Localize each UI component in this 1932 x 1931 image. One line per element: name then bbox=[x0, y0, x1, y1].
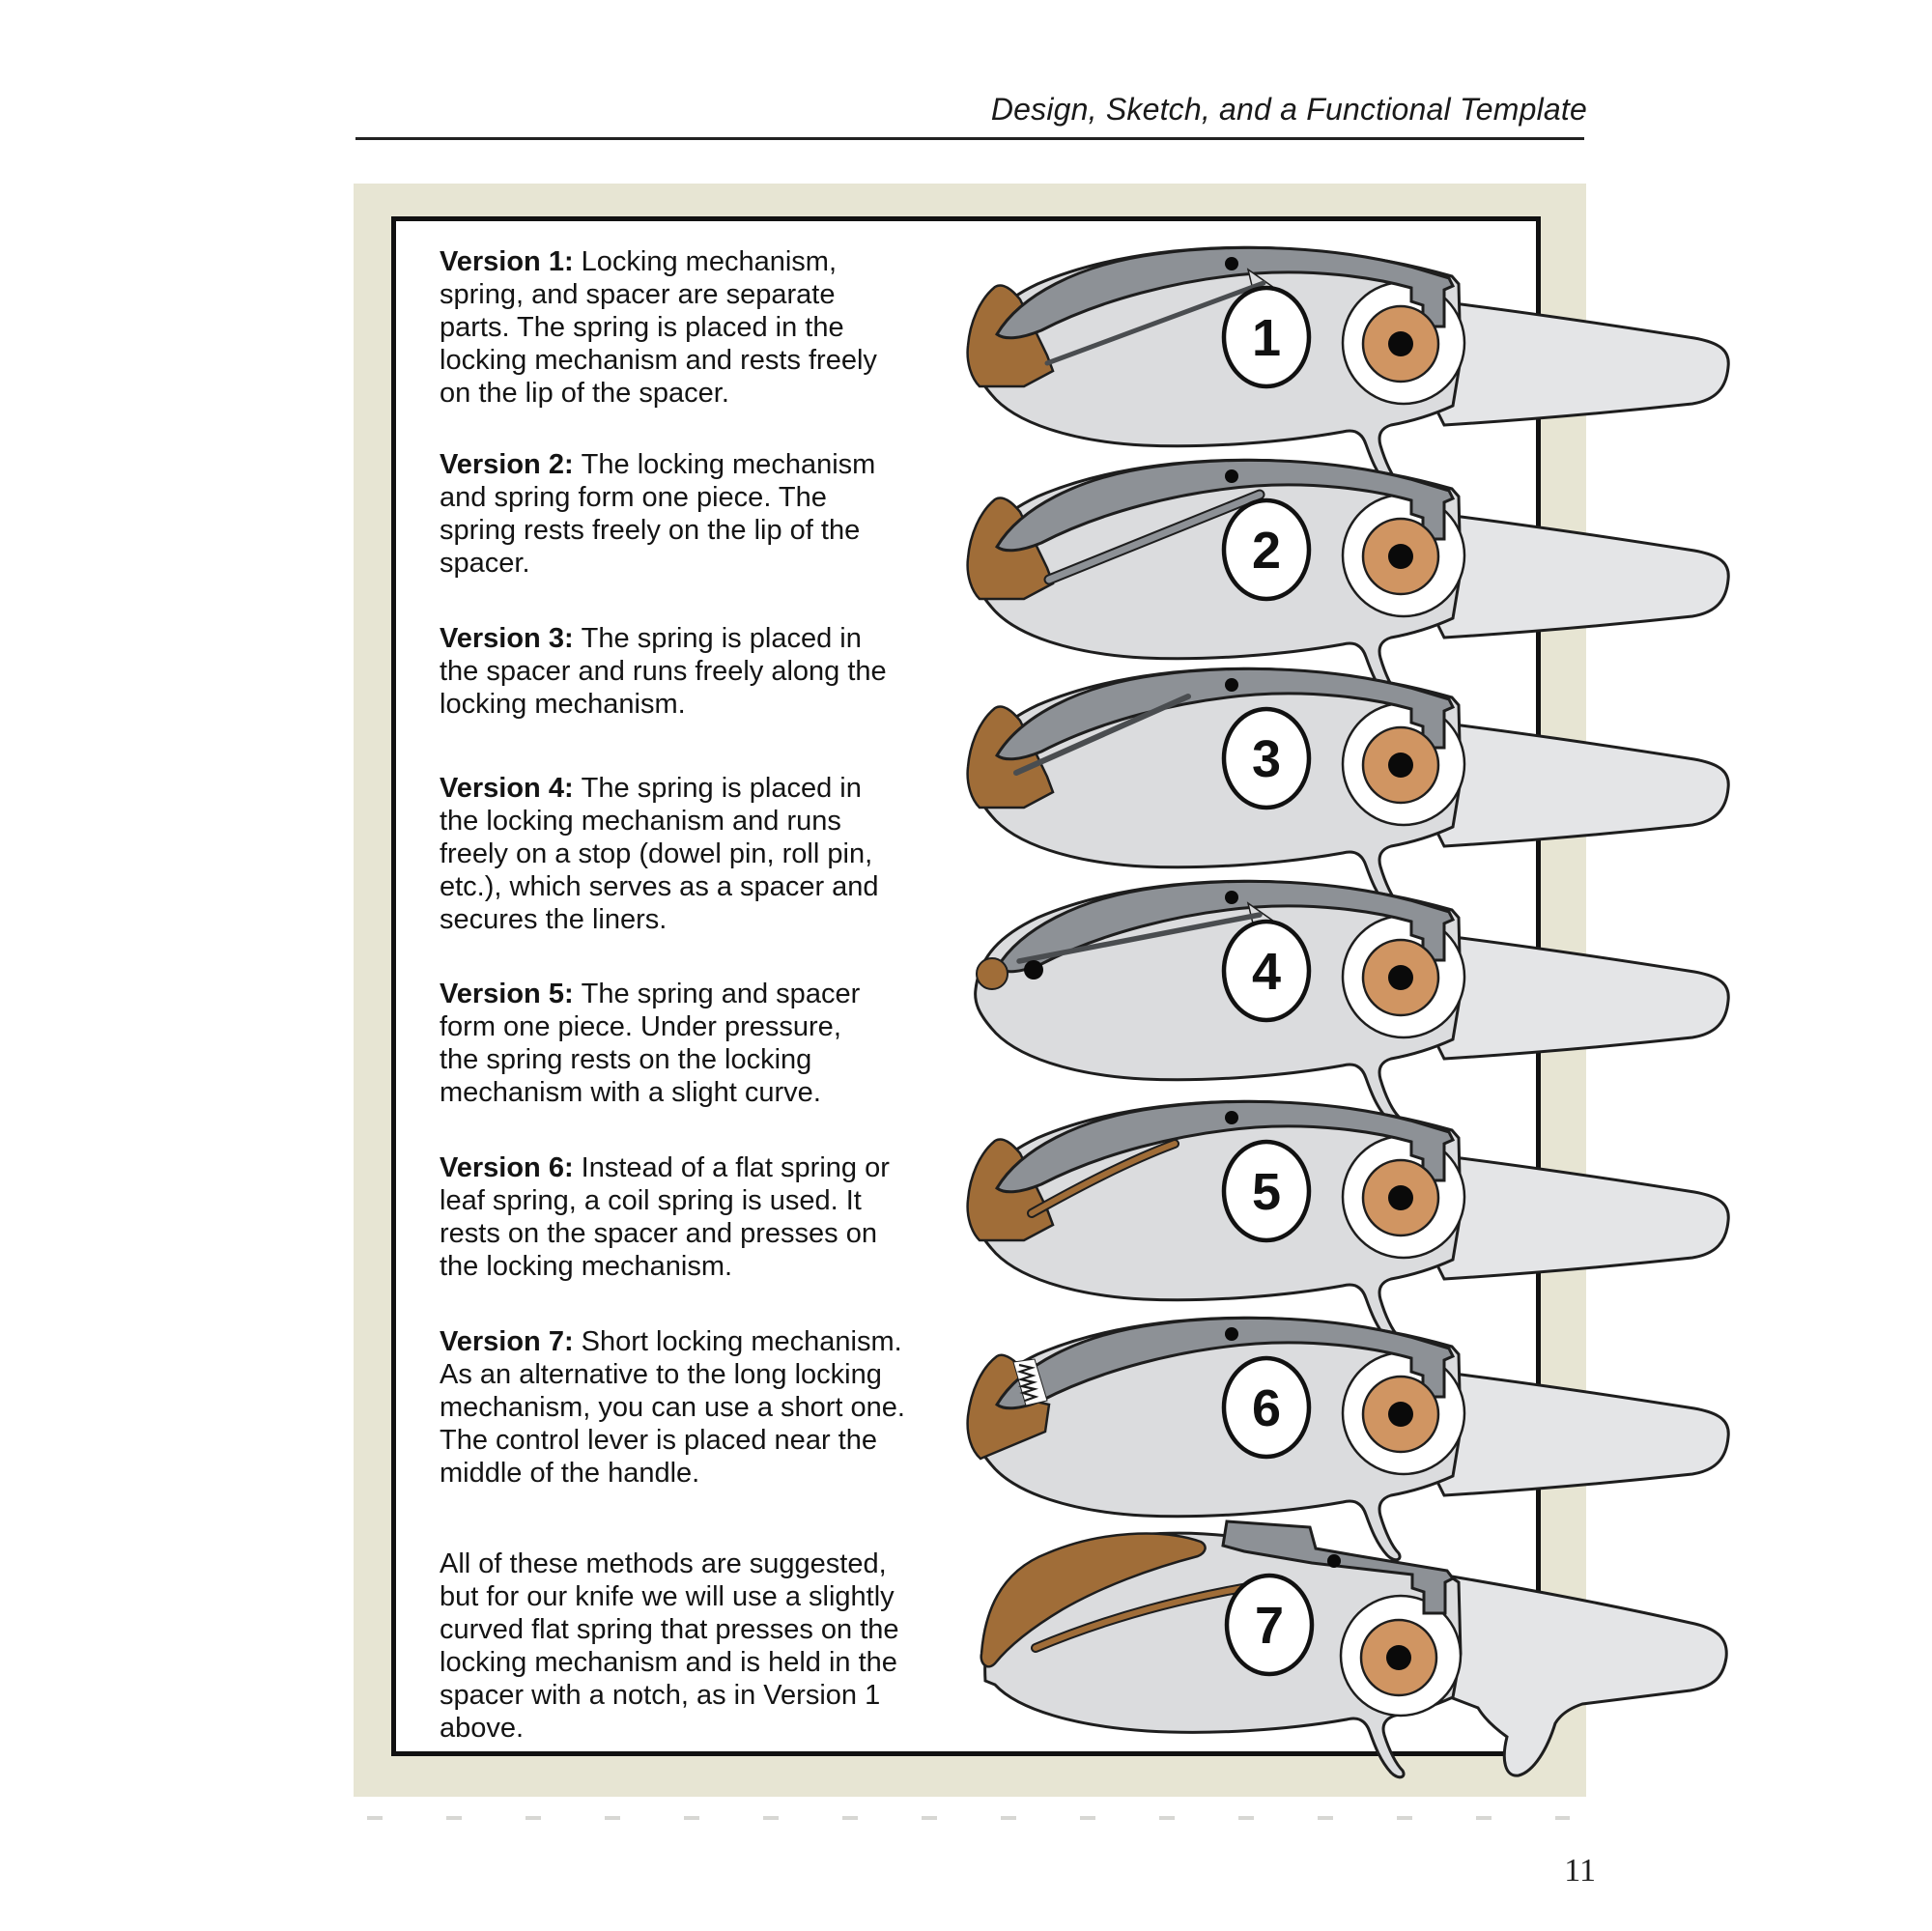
version-body-1: Locking mechanism, spring, and spacer ar… bbox=[440, 246, 877, 409]
version-label-7: Version 7: bbox=[440, 1326, 582, 1357]
number-badge: 6 bbox=[1224, 1358, 1309, 1457]
version-label-3: Version 3: bbox=[440, 623, 582, 654]
number-badge: 4 bbox=[1224, 922, 1309, 1020]
version-body-6: Instead of a flat spring or leaf spring,… bbox=[440, 1152, 890, 1282]
dowel-pin-icon bbox=[976, 957, 1009, 990]
badge-number: 3 bbox=[1252, 730, 1281, 788]
number-badge: 2 bbox=[1224, 500, 1309, 599]
version-text-6: Version 6: Instead of a flat spring or l… bbox=[440, 1151, 927, 1283]
version-label-1: Version 1: bbox=[440, 246, 582, 277]
closing-body: All of these methods are suggested, but … bbox=[440, 1548, 899, 1744]
version-label-5: Version 5: bbox=[440, 979, 582, 1009]
flat-spring bbox=[1016, 912, 1263, 964]
number-badge: 5 bbox=[1224, 1142, 1309, 1240]
pivot bbox=[1361, 304, 1440, 383]
version-body-2: The locking mechanism and spring form on… bbox=[440, 449, 876, 579]
blade-shape bbox=[1445, 1575, 1728, 1777]
short-lock-and-lever bbox=[1221, 1519, 1456, 1615]
version-label-2: Version 2: bbox=[440, 449, 582, 480]
knife-diagram-3: 3 bbox=[966, 667, 1730, 913]
knife-diagram-5: 5 bbox=[966, 1099, 1730, 1346]
badge-number: 2 bbox=[1252, 522, 1281, 580]
knife-diagram-4: 4 bbox=[974, 879, 1730, 1125]
spacer-spring bbox=[1029, 1141, 1178, 1216]
spacer-spring bbox=[1013, 694, 1191, 776]
pivot bbox=[1361, 517, 1440, 596]
version-body-7: Short locking mechanism. As an alternati… bbox=[440, 1326, 905, 1489]
coil-spring bbox=[1016, 1363, 1039, 1403]
dotted-rule bbox=[367, 1816, 1570, 1820]
version-text-1: Version 1: Locking mechanism, spring, an… bbox=[440, 245, 927, 410]
version-text-4: Version 4: The spring is placed in the l… bbox=[440, 772, 927, 936]
closing-text: All of these methods are suggested, but … bbox=[440, 1548, 927, 1745]
lever-pin-icon bbox=[1327, 1554, 1341, 1568]
header-rule bbox=[355, 137, 1584, 140]
version-text-2: Version 2: The locking mechanism and spr… bbox=[440, 448, 927, 580]
number-badge: 1 bbox=[1224, 288, 1309, 386]
header-title: Design, Sketch, and a Functional Templat… bbox=[990, 92, 1587, 127]
version-body-4: The spring is placed in the locking mech… bbox=[440, 773, 879, 935]
number-badge: 7 bbox=[1224, 1573, 1315, 1677]
badge-number: 1 bbox=[1252, 309, 1281, 367]
badge-number: 7 bbox=[1255, 1597, 1284, 1655]
pivot bbox=[1361, 1375, 1440, 1454]
badge-circle bbox=[1224, 1573, 1315, 1677]
integrated-spring bbox=[1045, 491, 1264, 583]
version-text-5: Version 5: The spring and spacer form on… bbox=[440, 978, 927, 1109]
number-badge: 3 bbox=[1224, 709, 1309, 808]
pivot-center-dot bbox=[1386, 1645, 1411, 1670]
version-text-3: Version 3: The spring is placed in the s… bbox=[440, 622, 927, 721]
badge-number: 6 bbox=[1252, 1379, 1281, 1437]
version-text-7: Version 7: Short locking mechanism. As a… bbox=[440, 1325, 927, 1490]
pivot bbox=[1361, 938, 1440, 1017]
knife-diagram-2: 2 bbox=[966, 458, 1730, 704]
version-body-5: The spring and spacer form one piece. Un… bbox=[440, 979, 861, 1108]
pivot bbox=[1361, 1158, 1440, 1237]
knife-diagram-7: 7 bbox=[980, 1519, 1728, 1779]
version-label-4: Version 4: bbox=[440, 773, 582, 804]
pivot bbox=[1361, 725, 1440, 805]
badge-number: 5 bbox=[1252, 1163, 1281, 1221]
flat-spring bbox=[1044, 280, 1266, 366]
knife-diagram-1: 1 bbox=[966, 245, 1730, 492]
stop-pin-icon bbox=[1024, 960, 1043, 980]
knife-diagram-6: 6 bbox=[966, 1316, 1730, 1562]
badge-number: 4 bbox=[1252, 943, 1281, 1001]
version-body-3: The spring is placed in the spacer and r… bbox=[440, 623, 887, 720]
version-label-6: Version 6: bbox=[440, 1152, 582, 1183]
page-number: 11 bbox=[1564, 1853, 1596, 1888]
back-spacer bbox=[980, 1532, 1207, 1668]
